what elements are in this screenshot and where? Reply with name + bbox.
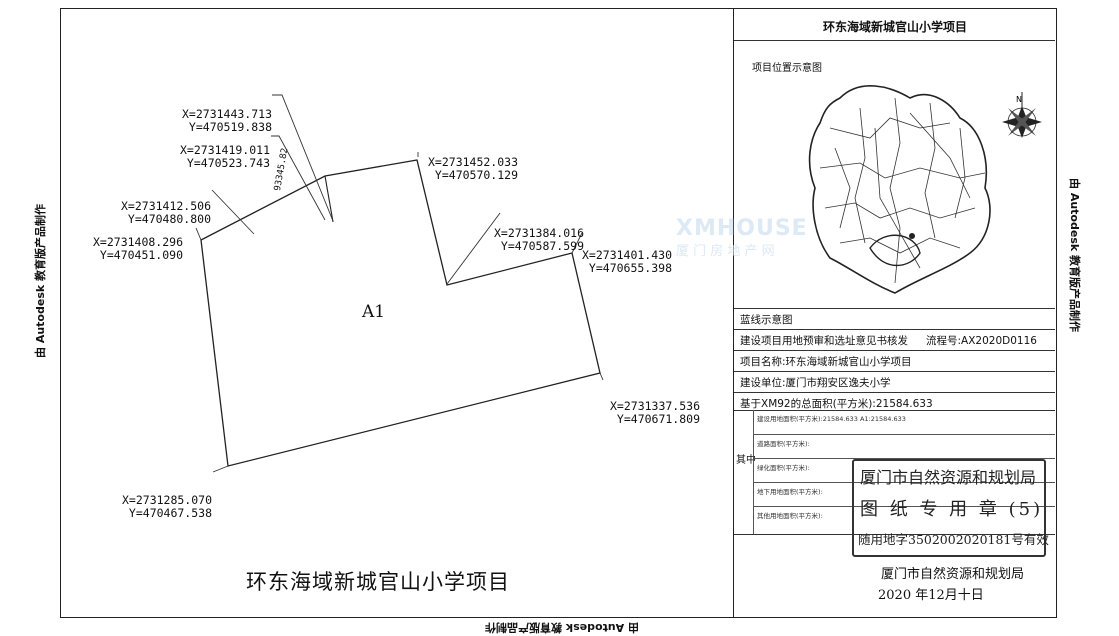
- info-panel-frame: [733, 8, 1057, 618]
- title-divider: [734, 40, 1055, 41]
- sub-table-bottom: [734, 534, 1055, 535]
- total-area-row: 基于XM92的总面积(平方米):21584.633: [734, 392, 1055, 411]
- redline-caption: 蓝线示意图: [740, 314, 793, 326]
- stamp-line-2: 图 纸 专 用 章 (5): [860, 499, 1044, 520]
- location-map: [808, 85, 991, 294]
- official-stamp: 厦门市自然资源和规划局 图 纸 专 用 章 (5) 随用地字3502002020…: [852, 459, 1049, 557]
- sub-row-underground: 地下用地面积(平方米):: [754, 482, 1055, 507]
- plan-footer-title: 环东海域新城官山小学项目: [246, 570, 510, 594]
- sub-row-green: 绿化面积(平方米):: [754, 458, 1055, 483]
- redline-caption-row: 蓝线示意图: [734, 308, 1055, 329]
- parcel-notch-edge: [324, 175, 334, 223]
- project-marker: [909, 233, 915, 239]
- map-outline: [808, 85, 991, 294]
- sub-row-construction: 建设用地面积(平方米):21584.633 A1:21584.633: [757, 415, 906, 423]
- review-label: 建设项目用地预审和选址意见书核发: [740, 335, 908, 347]
- parcel-label: A1: [362, 302, 386, 322]
- sub-row-other: 其他用地面积(平方米):: [754, 506, 1055, 535]
- svg-text:N: N: [1016, 95, 1022, 104]
- total-area: 基于XM92的总面积(平方米):21584.633: [740, 398, 933, 410]
- location-caption: 项目位置示意图: [752, 63, 822, 74]
- bay-outline: [869, 234, 921, 267]
- leader-lines: [195, 94, 604, 473]
- stamp-line-1: 厦门市自然资源和规划局: [860, 468, 1037, 487]
- issue-date: 2020 年12月十日: [878, 588, 984, 603]
- builder: 建设单位:厦门市翔安区逸夫小学: [740, 377, 891, 389]
- sub-table-top: [734, 410, 1055, 411]
- review-row: 建设项目用地预审和选址意见书核发 流程号:AX2020D0116: [734, 329, 1055, 350]
- sub-row-road: 道路面积(平方米):: [754, 434, 1055, 459]
- watermark-brand: XMHOUSE: [676, 216, 808, 241]
- side-label-right: 由 Autodesk 教育版产品制作: [1068, 178, 1081, 333]
- of-which-divider: [753, 410, 754, 534]
- parcel-outline: [200, 159, 601, 467]
- authority: 厦门市自然资源和规划局: [881, 567, 1025, 582]
- watermark-sub: 厦 门 房 地 产 网: [676, 244, 775, 259]
- project-name: 项目名称:环东海域新城官山小学项目: [740, 356, 912, 368]
- process-no: 流程号:AX2020D0116: [926, 335, 1037, 347]
- parcel-boundary-svg: [195, 94, 604, 473]
- builder-row: 建设单位:厦门市翔安区逸夫小学: [734, 371, 1055, 392]
- of-which-label: 其中: [736, 455, 756, 466]
- stamp-line-3: 随用地字3502002020181号有效: [858, 532, 1049, 547]
- compass-icon: N: [1002, 92, 1042, 138]
- panel-title: 环东海域新城官山小学项目: [822, 20, 967, 34]
- project-name-row: 项目名称:环东海域新城官山小学项目: [734, 350, 1055, 371]
